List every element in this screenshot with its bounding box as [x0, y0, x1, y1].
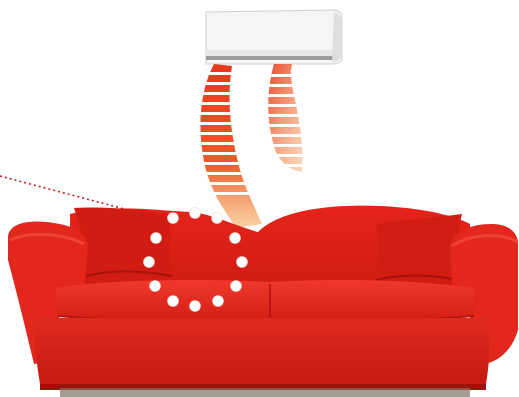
sofa-pillow-right [376, 214, 462, 282]
sofa-skirt [34, 318, 490, 384]
airflow-dots-circle [143, 207, 248, 312]
pointer-line [0, 175, 129, 211]
airflow-left [200, 64, 262, 228]
sofa-cushion-right [270, 280, 474, 321]
sofa-cushion-left [56, 280, 270, 321]
sofa-arm-right [450, 224, 518, 364]
air-conditioner-unit [205, 9, 343, 65]
sofa [8, 205, 519, 397]
sofa-arm-left [8, 221, 88, 364]
